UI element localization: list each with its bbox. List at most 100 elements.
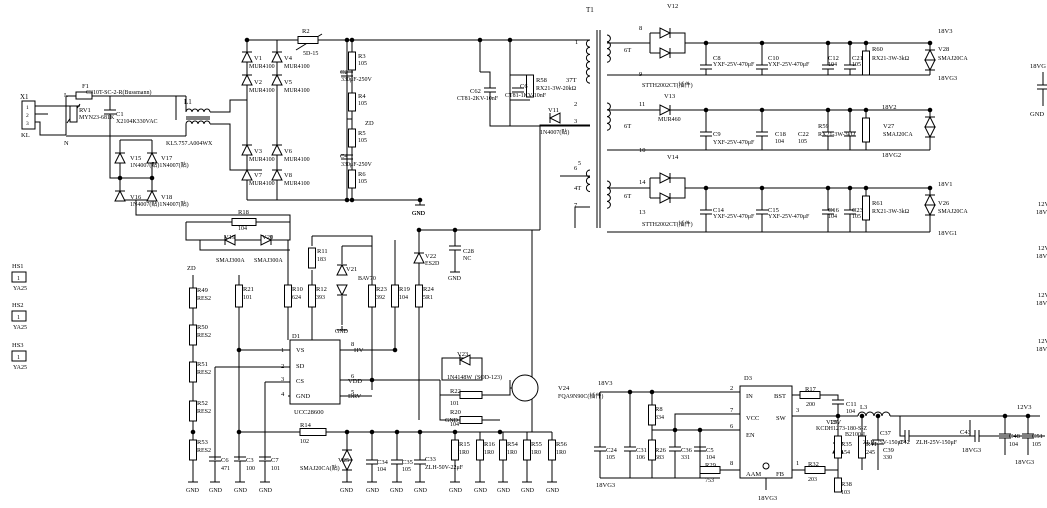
label-v21: V21 (346, 266, 357, 273)
junction-dot (825, 107, 831, 113)
label-r50: R50 (197, 324, 208, 331)
label-e8: 18V0 (1036, 300, 1047, 307)
connector-pin: 2 (26, 113, 29, 119)
label-hs3: HS3 (12, 342, 24, 349)
connector-pin: 3 (26, 121, 29, 127)
label-r20: R20 (450, 409, 461, 416)
label-n: N (64, 140, 69, 147)
label-g10: GND (390, 488, 404, 494)
junction-dot (417, 429, 423, 435)
diode-symbol (271, 168, 283, 181)
diode-symbol (223, 234, 236, 246)
label-n5: 5 (351, 389, 354, 396)
label-g14: GND (497, 488, 511, 494)
label-r53v: RES2 (197, 448, 211, 454)
junction-dot (244, 37, 250, 43)
resistor-symbol (235, 284, 243, 308)
resistor-symbol (348, 169, 356, 189)
wire (607, 109, 930, 151)
label-n18vg3c: 18VG3 (962, 447, 981, 454)
resistor-symbol (348, 51, 356, 71)
label-r21: R21 (243, 286, 254, 293)
label-l1v: KL5.757.A004WX (166, 141, 213, 147)
label-v26v: SMAJ20CA (938, 209, 968, 215)
diode-symbol (659, 192, 672, 204)
resistor-symbol (348, 128, 356, 148)
label-p9: 9 (639, 71, 642, 78)
junction-dot (863, 40, 869, 46)
wire (185, 96, 262, 171)
label-v3: V3 (254, 148, 262, 155)
label-v14: V14 (667, 154, 679, 161)
schematic-labels: 123X1KLLNF1C310T-SC-2-R(Bussmann)RV1MYN2… (12, 3, 1047, 502)
diode-symbol (924, 115, 936, 128)
label-hs1v: YA25 (13, 286, 27, 292)
junction-dot (649, 389, 655, 395)
label-mur2: MUR4100 (249, 88, 275, 94)
label-pvdd: VDD (348, 378, 362, 385)
label-x1: X1 (20, 93, 29, 101)
junction-dot (236, 429, 242, 435)
label-n12v3: 12V3 (1017, 404, 1031, 411)
label-r6: R6 (358, 171, 366, 178)
label-v28v: SMAJ20CA (938, 56, 968, 62)
resistor-symbol (523, 439, 531, 461)
label-e9: 12V (1038, 338, 1047, 345)
label-c24v: 105 (606, 455, 615, 461)
label-c16: C16 (828, 207, 840, 214)
label-v24v: FQA9N90C(插件) (558, 392, 603, 400)
label-d2: 2 (730, 385, 733, 392)
label-r24: R24 (423, 286, 435, 293)
label-v23p: (SOD-123) (475, 374, 502, 381)
resistor-symbol (799, 391, 821, 399)
label-v16: V16 (130, 194, 142, 201)
label-r3v: 105 (358, 61, 367, 67)
label-n18vg1: 18VG1 (938, 230, 957, 237)
label-r12v: 393 (316, 295, 325, 301)
label-g8: GND (340, 488, 354, 494)
resistor-symbol (699, 466, 721, 474)
label-mur1: MUR4100 (249, 64, 275, 70)
label-r51v: RES2 (197, 370, 211, 376)
heatsink-hs2 (11, 310, 27, 322)
resistor-symbol (284, 284, 292, 308)
label-r59v: RX21-3W-3kΩ (818, 132, 856, 138)
diode-symbol (146, 189, 158, 202)
heatsink-hs1 (11, 271, 27, 283)
label-c31: C31 (636, 447, 647, 454)
label-r32: R32 (808, 461, 819, 468)
diode-symbol (548, 112, 561, 124)
label-c15: C15 (768, 207, 779, 214)
label-e7: 12V (1038, 292, 1047, 299)
label-v14v: STTH2002CT(插件) (642, 220, 693, 228)
label-pvs: VS (296, 347, 305, 354)
label-v15v: 1N4007(贴)1N4007(贴) (130, 161, 189, 169)
label-v18: V18 (161, 194, 172, 201)
diode-symbol (659, 27, 672, 39)
label-g23: 18VG3 (596, 482, 615, 489)
label-mur5: MUR4100 (284, 88, 310, 94)
wire (649, 32, 930, 54)
junction-dot (1002, 413, 1008, 419)
junction-dot (117, 175, 123, 181)
label-n1: 1 (281, 347, 284, 354)
diode-symbol (413, 251, 425, 264)
ic-d3-thermal-pad (762, 462, 770, 470)
diode-symbol (341, 459, 353, 472)
label-v20: V20 (262, 234, 273, 241)
label-hs2p: 1 (17, 315, 20, 321)
label-r54v: 1R0 (507, 450, 517, 456)
diode-symbol (924, 48, 936, 61)
label-mur4: MUR4100 (284, 64, 310, 70)
label-l: L (64, 92, 68, 99)
wire (480, 39, 590, 230)
resistor-symbol (391, 284, 399, 308)
label-c1v: X2104K330VAC (116, 119, 158, 125)
label-r17: R17 (805, 386, 817, 393)
label-r41: R41 (866, 441, 877, 448)
label-t4: 4T (574, 185, 581, 192)
label-r5: R5 (358, 130, 366, 137)
wire (119, 139, 153, 201)
label-e2: GND (1030, 111, 1044, 118)
label-mur7: MUR4100 (249, 181, 275, 187)
